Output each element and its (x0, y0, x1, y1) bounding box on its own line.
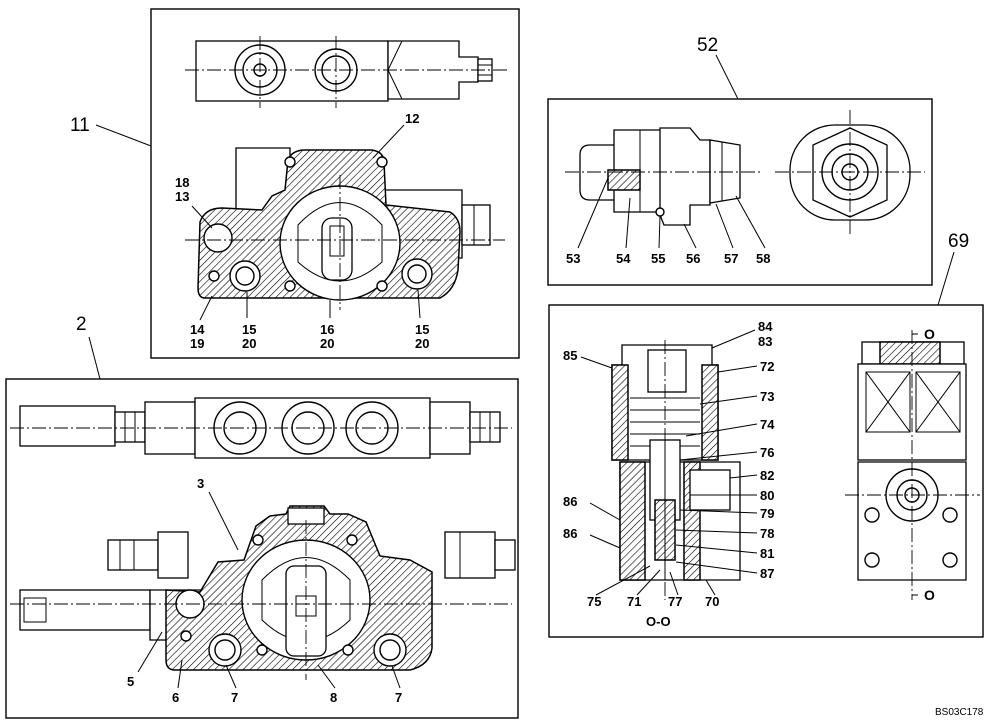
panel-69-frame (548, 304, 984, 638)
panel-2-front-section (10, 505, 516, 680)
section-mark-bottom: O (924, 587, 935, 603)
panel-69-relief-valve (548, 304, 984, 638)
panel-52-side-view (565, 127, 760, 226)
panel-11-top-view (185, 36, 510, 108)
callout-87: 87 (760, 566, 774, 581)
callout-72: 72 (760, 359, 774, 374)
callout-83: 83 (758, 334, 772, 349)
callout-79: 79 (760, 506, 774, 521)
callout-20: 20 (415, 336, 429, 351)
leader-2 (88, 336, 101, 380)
callout-71: 71 (627, 594, 641, 609)
callout-52: 52 (697, 35, 718, 56)
callout-53: 53 (566, 251, 580, 266)
panel-11-relief-section (150, 8, 520, 359)
callout-57: 57 (724, 251, 738, 266)
panel-2-frame (5, 378, 519, 719)
callout-15: 15 (242, 322, 256, 337)
panel-52-end-view (775, 110, 925, 235)
panel-11-leaders (191, 124, 421, 321)
callout-3: 3 (197, 476, 204, 491)
callout-16: 16 (320, 322, 334, 337)
panel-2-valve-section (5, 378, 519, 719)
callout-14: 14 (190, 322, 205, 337)
callout-75: 75 (587, 594, 601, 609)
panel-2-top-view (10, 397, 512, 459)
callout-78: 78 (760, 526, 774, 541)
leader-52 (715, 54, 739, 100)
callout-7: 7 (395, 690, 402, 705)
panel-52-frame (547, 98, 933, 286)
callout-12: 12 (405, 111, 419, 126)
callout-20: 20 (242, 336, 256, 351)
callout-70: 70 (705, 594, 719, 609)
drawing-code: BS03C178 (935, 707, 984, 718)
callout-15: 15 (415, 322, 429, 337)
callout-81: 81 (760, 546, 774, 561)
callout-labels: 11 12 18 13 14 19 15 20 16 20 15 20 52 5… (70, 35, 984, 718)
callout-11: 11 (70, 115, 90, 136)
panel-69-leaders (580, 329, 918, 596)
callout-58: 58 (756, 251, 770, 266)
panel-69-side-view (845, 330, 980, 600)
callout-73: 73 (760, 389, 774, 404)
callout-7: 7 (231, 690, 238, 705)
callout-6: 6 (172, 690, 179, 705)
section-mark-top: O (924, 326, 935, 342)
panel-2-leaders (137, 491, 401, 689)
callout-76: 76 (760, 445, 774, 460)
callout-85: 85 (563, 348, 577, 363)
callout-56: 56 (686, 251, 700, 266)
callout-84: 84 (758, 319, 773, 334)
callout-5: 5 (127, 674, 134, 689)
callout-86: 86 (563, 494, 577, 509)
callout-77: 77 (668, 594, 682, 609)
callout-55: 55 (651, 251, 665, 266)
callout-20: 20 (320, 336, 334, 351)
callout-2: 2 (76, 314, 87, 335)
callout-54: 54 (616, 251, 631, 266)
callout-86: 86 (563, 526, 577, 541)
leader-11 (95, 124, 152, 147)
panel-52-leaders (577, 177, 766, 249)
panel-52-check-valve (547, 98, 933, 286)
section-label: O-O (646, 614, 671, 629)
callout-13: 13 (175, 189, 189, 204)
panel-11-frame (150, 8, 520, 359)
callout-8: 8 (330, 690, 337, 705)
leader-69 (937, 251, 955, 306)
callout-18: 18 (175, 175, 189, 190)
callout-82: 82 (760, 468, 774, 483)
callout-19: 19 (190, 336, 204, 351)
callout-69: 69 (948, 231, 969, 252)
panel-69-section-view (611, 340, 741, 600)
callout-74: 74 (760, 417, 775, 432)
callout-80: 80 (760, 488, 774, 503)
panel-11-front-section (185, 147, 505, 310)
